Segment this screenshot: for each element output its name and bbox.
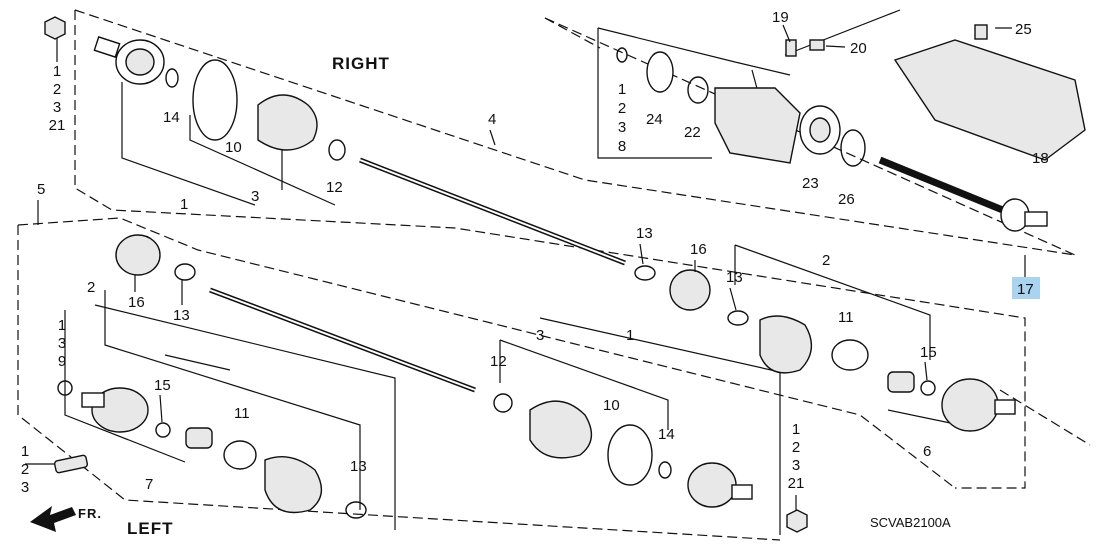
- callout-rb6: 6: [923, 443, 931, 460]
- svg-text:8: 8: [618, 138, 626, 155]
- svg-text:2: 2: [53, 81, 61, 98]
- leader-lines: [25, 24, 1026, 510]
- right-side-title: RIGHT: [332, 54, 390, 73]
- callout-lb10: 10: [603, 397, 620, 414]
- svg-text:1: 1: [618, 81, 626, 98]
- stack-left-top: 1 3 9: [58, 317, 66, 370]
- drawing-code: SCVAB2100A: [870, 515, 951, 530]
- svg-text:3: 3: [53, 99, 61, 116]
- callout-l11: 11: [234, 405, 250, 422]
- callout-l13b: 13: [350, 458, 367, 475]
- callout-rb11: 11: [838, 309, 854, 326]
- svg-text:3: 3: [58, 335, 66, 352]
- callout-17-highlight: [1012, 277, 1040, 299]
- front-arrow-label: FR.: [78, 506, 102, 521]
- callout-20: 20: [850, 40, 867, 57]
- callout-24: 24: [646, 111, 663, 128]
- svg-text:3: 3: [618, 119, 626, 136]
- stack-nut-top: 1 2 3 21: [49, 63, 66, 134]
- svg-text:1: 1: [58, 317, 66, 334]
- callout-l15: 15: [154, 377, 171, 394]
- callout-23: 23: [802, 175, 819, 192]
- stack-bracket: 1 2 3 8: [618, 81, 626, 155]
- callout-17: 17: [1017, 281, 1034, 298]
- callout-rb13: 13: [726, 269, 743, 286]
- svg-text:3: 3: [21, 479, 29, 496]
- callout-r16: 16: [690, 241, 707, 258]
- callout-l16: 16: [128, 294, 145, 311]
- front-arrow: FR.: [30, 506, 102, 532]
- callout-lb14: 14: [658, 426, 675, 443]
- callout-4: 4: [488, 111, 496, 128]
- callout-19: 19: [772, 9, 789, 26]
- callout-r13: 13: [636, 225, 653, 242]
- callout-l2: 2: [87, 279, 95, 296]
- svg-text:9: 9: [58, 353, 66, 370]
- right-shaft-assembly: [93, 36, 1016, 432]
- callout-18: 18: [1032, 150, 1049, 167]
- stack-grease: 1 2 3: [21, 443, 29, 496]
- stack-nut-bottom: 1 2 3 21: [788, 421, 805, 492]
- callout-lb3: 3: [536, 327, 544, 344]
- svg-text:2: 2: [792, 439, 800, 456]
- callout-l13: 13: [173, 307, 190, 324]
- callout-rb2: 2: [822, 252, 830, 269]
- left-side-title: LEFT: [127, 519, 174, 538]
- intermediate-shaft-assembly: [616, 24, 1086, 232]
- callout-r3: 3: [251, 188, 259, 205]
- callout-r10: 10: [225, 139, 242, 156]
- callout-lb12: 12: [490, 353, 507, 370]
- callout-rb15: 15: [920, 344, 937, 361]
- svg-text:21: 21: [49, 117, 66, 134]
- callout-26: 26: [838, 191, 855, 208]
- svg-text:21: 21: [788, 475, 805, 492]
- callout-25: 25: [1015, 21, 1032, 38]
- callout-r1: 1: [180, 196, 188, 213]
- hardware-items: [44, 16, 808, 533]
- svg-text:2: 2: [618, 100, 626, 117]
- svg-text:1: 1: [792, 421, 800, 438]
- callout-22: 22: [684, 124, 701, 141]
- callout-l7: 7: [145, 476, 153, 493]
- left-shaft-assembly: [57, 234, 753, 519]
- svg-text:1: 1: [21, 443, 29, 460]
- svg-text:1: 1: [53, 63, 61, 80]
- callout-r14: 14: [163, 109, 180, 126]
- callout-5: 5: [37, 181, 45, 198]
- group-frames: [64, 9, 961, 535]
- part-callouts: 4 5 17 18 19 20 22 24 25 23 26 1 3 10 12…: [37, 9, 1049, 493]
- svg-text:2: 2: [21, 461, 29, 478]
- svg-text:3: 3: [792, 457, 800, 474]
- callout-lb1: 1: [626, 327, 634, 344]
- callout-r12: 12: [326, 179, 343, 196]
